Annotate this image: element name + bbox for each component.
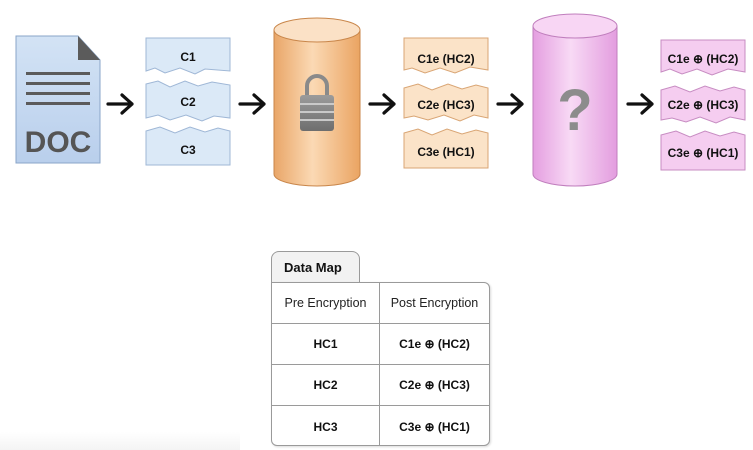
plain-chunk-label: C2	[180, 95, 196, 109]
encrypted-chunk-label: C2e (HC3)	[417, 98, 475, 112]
table-cell: HC1	[272, 324, 380, 364]
arrow-icon	[368, 93, 396, 115]
encrypted-chunk-label: C3e (HC1)	[417, 145, 475, 159]
data-map-header-pre: Pre Encryption	[272, 283, 380, 323]
data-map-header-row: Pre Encryption Post Encryption	[272, 283, 489, 324]
table-cell: HC3	[272, 406, 380, 445]
arrow-icon	[626, 93, 654, 115]
encrypted-chunk	[403, 37, 489, 74]
plain-chunk	[145, 80, 231, 122]
question-mark: ?	[557, 78, 592, 143]
xor-chunk-label: C1e ⊕ (HC2)	[667, 52, 739, 66]
plain-chunk	[145, 126, 231, 166]
data-map-header-post: Post Encryption	[390, 296, 479, 310]
table-row: HC2 C2e ⊕ (HC3)	[272, 365, 489, 406]
data-map-tab: Data Map	[271, 251, 360, 282]
encrypted-chunk	[403, 128, 489, 169]
padlock-icon	[300, 74, 334, 131]
arrow-icon	[106, 93, 134, 115]
table-cell: HC2	[272, 365, 380, 405]
document-icon: DOC	[15, 35, 101, 164]
xor-chunk-label: C2e ⊕ (HC3)	[667, 98, 739, 112]
xor-chunk	[660, 130, 746, 171]
table-row: HC1 C1e ⊕ (HC2)	[272, 324, 489, 365]
table-cell: C2e ⊕ (HC3)	[399, 378, 470, 392]
table-cell: C3e ⊕ (HC1)	[399, 419, 470, 434]
arrow-icon	[496, 93, 524, 115]
xor-chunk-label: C3e ⊕ (HC1)	[667, 146, 739, 160]
plain-chunk-label: C3	[180, 143, 196, 157]
xor-chunk	[660, 39, 746, 76]
plain-chunk	[145, 37, 231, 75]
encrypted-chunk-label: C1e (HC2)	[417, 52, 475, 66]
xor-chunk	[660, 85, 746, 124]
unknown-storage-cylinder: ?	[532, 13, 618, 187]
plain-chunk-label: C1	[180, 50, 196, 64]
data-map-table: Pre Encryption Post Encryption HC1 C1e ⊕…	[271, 282, 490, 446]
table-row: HC3 C3e ⊕ (HC1)	[272, 406, 489, 445]
bottom-edge-shade	[0, 432, 240, 450]
document-label: DOC	[25, 126, 92, 159]
encrypted-chunk	[403, 83, 489, 122]
arrow-icon	[238, 93, 266, 115]
table-cell: C1e ⊕ (HC2)	[399, 337, 470, 351]
